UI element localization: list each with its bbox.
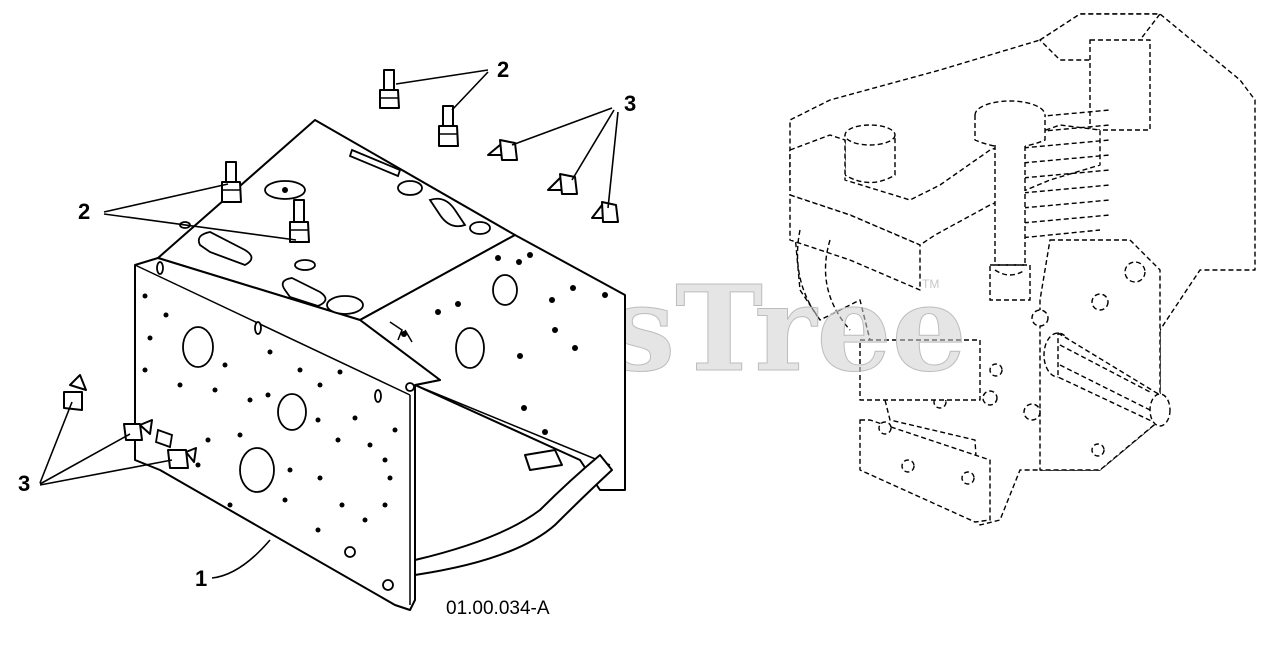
callout-3-bottom: 3: [18, 471, 30, 496]
stud-fastener: [289, 199, 310, 243]
screw-fastener: [591, 201, 619, 223]
screw-fastener: [167, 447, 197, 469]
callout-1: 1: [195, 566, 207, 591]
screw-fastener: [63, 374, 87, 411]
engine-outline: [789, 13, 1256, 526]
callout-2-left: 2: [78, 199, 90, 224]
callout-2-top: 2: [497, 57, 509, 82]
screw-fastener: [547, 173, 578, 195]
watermark-trademark: TM: [922, 277, 939, 291]
stud-fastener: [438, 105, 459, 147]
figure-id: 01.00.034-A: [446, 598, 550, 619]
screw-fastener: [123, 419, 153, 441]
screw-fastener: [487, 139, 518, 161]
stud-fastener: [379, 69, 400, 109]
callout-3-top: 3: [624, 91, 636, 116]
stud-fastener: [221, 161, 242, 203]
frame-part: [134, 119, 626, 611]
leader-lines: [39, 69, 619, 579]
